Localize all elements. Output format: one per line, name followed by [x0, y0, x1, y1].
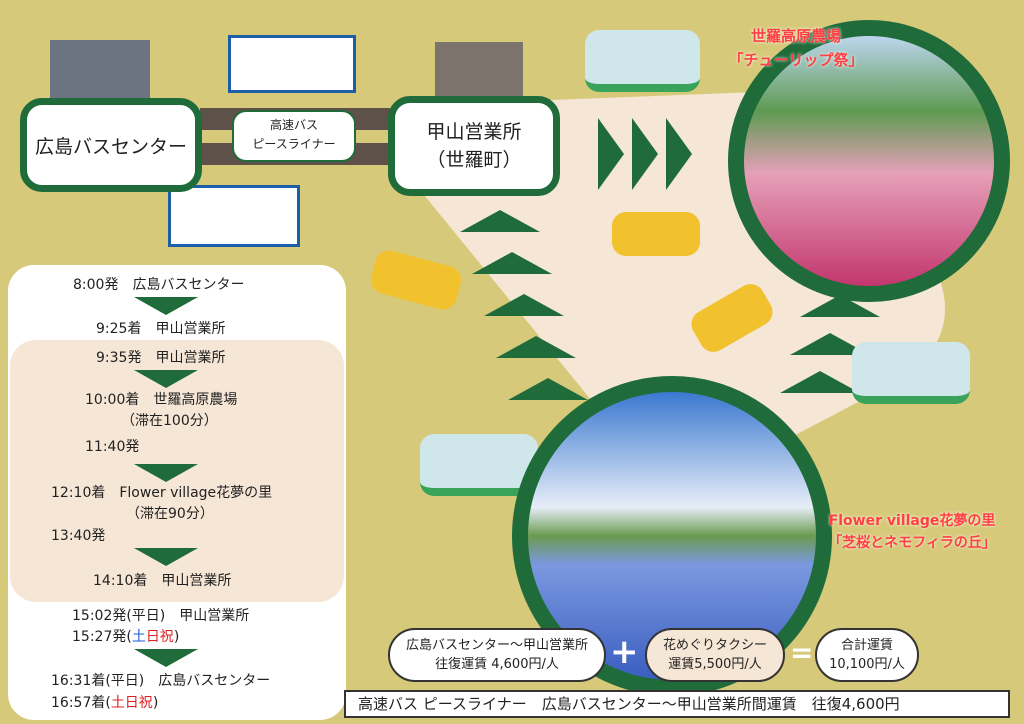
spot-label-kamu: Flower village花夢の里 「芝桜とネモフィラの丘」 — [800, 510, 1024, 555]
saturday-text: 土 — [131, 629, 146, 645]
spot-label-sera: 世羅高原農場 「チューリップ祭」 — [716, 24, 876, 72]
timetable-row: （滞在90分） — [126, 506, 214, 522]
taxi-icon — [612, 212, 700, 256]
highway-bus-icon — [168, 185, 300, 247]
van-icon — [420, 434, 538, 496]
van-icon — [585, 30, 700, 92]
plus-sign: + — [610, 632, 639, 672]
down-arrow-icon — [134, 370, 198, 388]
fare-line: 往復運賃 4,600円/人 — [435, 657, 559, 672]
direction-wedges-left — [460, 210, 588, 400]
time-text: 16:57着( — [51, 695, 111, 711]
depot-name: 甲山営業所 — [426, 120, 522, 143]
depot-town: （世羅町） — [426, 149, 522, 171]
timetable-row: 14:10着 甲山営業所 — [93, 573, 232, 589]
timetable-row: 11:40発 — [85, 439, 140, 455]
origin-label: 広島バスセンター — [34, 135, 187, 158]
fare-line: 広島バスセンター〜甲山営業所 — [405, 637, 588, 653]
timetable-row: 9:35発 甲山営業所 — [96, 350, 226, 366]
timetable-row: 8:00発 広島バスセンター — [73, 277, 245, 293]
down-arrow-icon — [134, 548, 198, 566]
fare-line: 花めぐりタクシー — [662, 637, 767, 653]
highway-bus-icon — [228, 35, 356, 93]
fare-line: 運賃5,500円/人 — [668, 657, 762, 672]
timetable-row: 9:25着 甲山営業所 — [96, 321, 226, 337]
taxi-fare-pill: 花めぐりタクシー 運賃5,500円/人 — [645, 628, 785, 682]
bus-label-2: ピースライナー — [252, 137, 336, 152]
timetable-row: 10:00着 世羅高原農場 — [85, 392, 238, 408]
direction-chevrons — [598, 118, 692, 190]
depot-box: 甲山営業所 （世羅町） — [388, 96, 560, 196]
down-arrow-icon — [134, 297, 198, 315]
bus-line-label: 高速バス ピースライナー — [232, 110, 356, 162]
fare-line: 合計運賃 — [840, 637, 893, 653]
down-arrow-icon — [134, 649, 198, 667]
total-fare-pill: 合計運賃 10,100円/人 — [815, 628, 919, 682]
timetable-row: 16:31着(平日) 広島バスセンター — [51, 673, 271, 689]
timetable-row: 15:27発(土日祝) — [72, 626, 179, 646]
fare-line: 10,100円/人 — [829, 657, 905, 672]
bus-label-1: 高速バス — [269, 118, 318, 132]
time-text: 15:27発( — [72, 629, 132, 645]
holiday-text: 土日祝 — [110, 695, 153, 711]
spot-event: 「芝桜とネモフィラの丘」 — [828, 535, 996, 552]
holiday-text: 日祝 — [145, 629, 174, 645]
spot-name: Flower village花夢の里 — [828, 513, 996, 529]
bus-fare-pill: 広島バスセンター〜甲山営業所 往復運賃 4,600円/人 — [388, 628, 606, 682]
timetable-row: 12:10着 Flower village花夢の里 — [51, 485, 273, 501]
spot-event: 「チューリップ祭」 — [728, 51, 864, 69]
timetable-row: 13:40発 — [51, 528, 106, 544]
footer-fare-note: 高速バス ピースライナー 広島バスセンター〜甲山営業所間運賃 往復4,600円 — [344, 690, 1010, 718]
van-icon — [852, 342, 970, 404]
timetable-row: 16:57着(土日祝) — [51, 692, 158, 712]
depot-building-icon — [435, 42, 523, 100]
origin-box: 広島バスセンター — [20, 98, 202, 192]
paren-text: ) — [173, 629, 180, 645]
equals-sign: = — [790, 636, 814, 669]
timetable-row: （滞在100分） — [121, 413, 218, 429]
paren-text: ) — [152, 695, 159, 711]
down-arrow-icon — [134, 464, 198, 482]
spot-name: 世羅高原農場 — [750, 27, 841, 45]
timetable-row: 15:02発(平日) 甲山営業所 — [72, 608, 250, 624]
